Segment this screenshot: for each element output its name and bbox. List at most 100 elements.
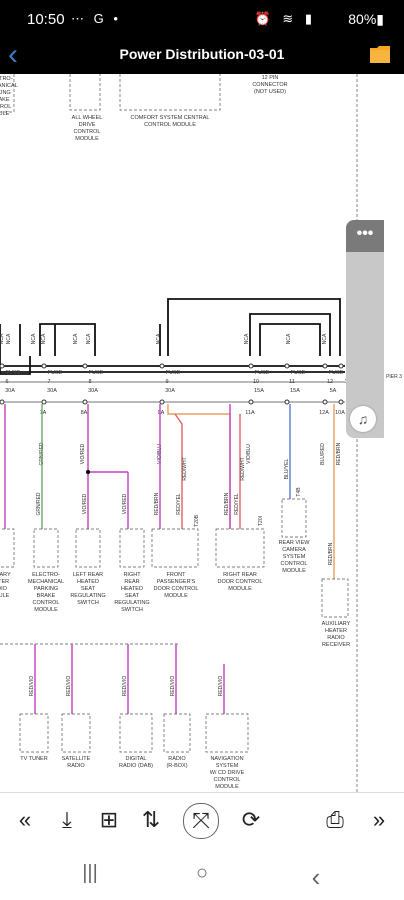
- fuse-pin: 10A: [335, 410, 345, 416]
- battery-indicator: 80%▮: [348, 11, 384, 27]
- wire-color-label: RED/BRN: [154, 492, 160, 515]
- top-module-label: DULE: [0, 111, 10, 117]
- module-label: ATER: [0, 579, 9, 585]
- wiring-diagram[interactable]: ECTRO-ECHANICALRKINGRAKENTROLDULEALL WHE…: [0, 74, 404, 792]
- top-module-label: CONTROL: [74, 129, 101, 135]
- wire-color-label: RED/WHT: [182, 457, 188, 480]
- fuse-pin: 7A: [40, 410, 47, 416]
- fuse-terminal: [284, 363, 290, 369]
- back-arrow-icon[interactable]: ‹: [8, 38, 18, 71]
- bottom-module-label: RADIO (DAB): [119, 763, 153, 769]
- module-label: ELECTRO-: [32, 572, 60, 578]
- top-module-label: RKING: [0, 90, 11, 96]
- fuse-number: 12: [327, 379, 333, 385]
- module-label: RECEIVER: [322, 642, 350, 648]
- last-page-icon[interactable]: »: [372, 807, 386, 832]
- fuse-label: FUSE: [255, 370, 270, 376]
- module-label: DOOR CONTROL: [154, 586, 199, 592]
- export-icon[interactable]: ⤓: [62, 807, 72, 832]
- fuse-terminal: [338, 363, 344, 369]
- print-icon[interactable]: ⎙: [326, 807, 344, 832]
- top-module-label: ALL WHEEL: [72, 115, 103, 121]
- nca-label: NCA: [0, 333, 5, 344]
- module-label: MECHANICAL: [28, 579, 64, 585]
- nca-label: NCA: [73, 333, 79, 344]
- fuse: [338, 363, 344, 405]
- fuse-wire-color: RED/BRN: [336, 442, 342, 465]
- module-label: CONTROL: [33, 600, 60, 606]
- status-time: 10:50: [27, 11, 65, 28]
- nca-label: NCA: [86, 333, 92, 344]
- fuse-terminal: [0, 363, 5, 369]
- bottom-module-label: MODULE: [215, 784, 239, 790]
- fuse-label: FUSE: [329, 370, 344, 376]
- diagram-canvas: ECTRO-ECHANICALRKINGRAKENTROLDULEALL WHE…: [0, 74, 402, 792]
- fuse-terminal: [284, 399, 290, 405]
- fuse-wire-color: VIO/BLU: [246, 444, 252, 464]
- fuse-terminal: [159, 399, 165, 405]
- wire-color-label: VIO/RED: [82, 493, 88, 514]
- fuse-number: 10: [253, 379, 259, 385]
- module-label: HEATED: [77, 579, 99, 585]
- fuse-amperage: 30A: [47, 388, 57, 394]
- bookmark-icon[interactable]: ⊞: [99, 807, 119, 832]
- module-label: SEAT: [81, 586, 96, 592]
- module-label: DOOR CONTROL: [218, 579, 263, 585]
- recent-apps-icon[interactable]: |||: [82, 862, 98, 884]
- top-module-label: CONTROL MODULE: [144, 122, 196, 128]
- fuse-terminal: [322, 399, 328, 405]
- top-module-label: ECHANICAL: [0, 83, 18, 89]
- fuse-number: 7: [47, 379, 50, 385]
- module-label: MODULE: [282, 568, 306, 574]
- fuse-label: FUSE: [48, 370, 63, 376]
- wire-color-label: GRN/RED: [36, 492, 42, 515]
- bottom-module-label: RADIO: [67, 763, 85, 769]
- wire-color-label: RED/BRN: [328, 542, 334, 565]
- fuse: [41, 363, 47, 405]
- fuse-amperage: 15A: [290, 388, 300, 394]
- module-label: PASSENGER'S: [157, 579, 196, 585]
- title-bar: ‹ Power Distribution-03-01: [0, 38, 404, 74]
- wire-color-label: RED/VIO: [170, 676, 176, 697]
- module-label: RIGHT REAR: [223, 572, 257, 578]
- nca-label: NCA: [31, 333, 37, 344]
- rotate-icon[interactable]: ⟳: [241, 807, 261, 832]
- fuse: [248, 363, 254, 405]
- module-label: RADIO: [327, 635, 345, 641]
- fuse: [0, 363, 5, 405]
- fuse-amperage: 30A: [5, 388, 15, 394]
- folder-icon[interactable]: [370, 45, 390, 63]
- more-icon[interactable]: •••: [346, 220, 384, 252]
- top-module-label: CONNECTOR: [252, 82, 287, 88]
- fuse-wire-color: BLU/RED: [320, 443, 326, 465]
- fuse-amperage: 30A: [88, 388, 98, 394]
- floating-side-panel[interactable]: [346, 220, 384, 438]
- music-note-icon[interactable]: ♫: [350, 406, 376, 432]
- wire-color-label: RED/YEL: [176, 493, 182, 515]
- nca-label: NCA: [244, 333, 250, 344]
- nca-label: NCA: [41, 333, 47, 344]
- fuse-terminal: [322, 363, 328, 369]
- fuse-terminal: [248, 399, 254, 405]
- home-icon[interactable]: ○: [195, 862, 209, 884]
- fuse-terminal: [82, 399, 88, 405]
- wire-color-label: RED/VIO: [218, 676, 224, 697]
- sort-icon[interactable]: ⇅: [141, 807, 161, 832]
- module-label: DIO: [0, 586, 8, 592]
- module-boxes: [0, 498, 349, 753]
- nca-label: NCA: [322, 333, 328, 344]
- nca-label: NCA: [286, 333, 292, 344]
- bottom-module-label: (R-BOX): [166, 763, 187, 769]
- module-label: HEATED: [121, 586, 143, 592]
- top-module-label: 12 PIN: [262, 75, 279, 81]
- fit-screen-icon[interactable]: ⤧: [183, 803, 219, 839]
- bottom-module-label: RADIO: [168, 756, 186, 762]
- fuse-terminal: [41, 363, 47, 369]
- module-label: DULE: [0, 593, 10, 599]
- fuse-pin: 12A: [319, 410, 329, 416]
- module-label: FRONT: [167, 572, 187, 578]
- module-label: ILIARY: [0, 572, 11, 578]
- first-page-icon[interactable]: «: [18, 807, 32, 832]
- nav-back-icon[interactable]: ‹: [311, 862, 321, 892]
- module-label: SYSTEM: [283, 554, 306, 560]
